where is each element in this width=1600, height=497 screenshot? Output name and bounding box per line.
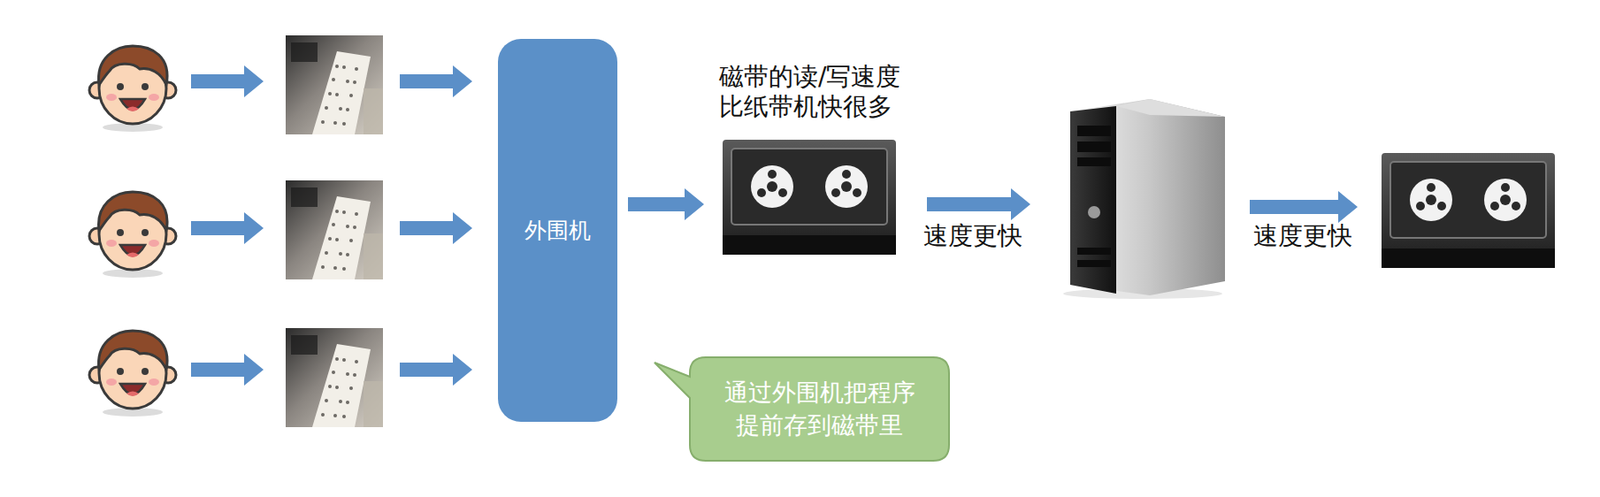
- computer-image: [1063, 99, 1225, 299]
- callout-shape: [689, 357, 950, 461]
- arrow-label: 速度更快: [923, 221, 1039, 252]
- user-icon: [89, 45, 177, 132]
- tape-drive-image: [722, 139, 896, 255]
- tape-drive-image: [1381, 153, 1555, 268]
- note-text: 磁带的读/写速度 比纸带机快很多: [719, 61, 941, 122]
- process-box: 外围机: [497, 38, 618, 422]
- node-label: 通过外围机把程序 提前存到磁带里: [702, 376, 937, 442]
- node-label: 外围机: [524, 215, 591, 246]
- user-icon: [89, 191, 177, 278]
- arrow-label: 速度更快: [1253, 221, 1369, 252]
- callout-bubble: 通过外围机把程序 提前存到磁带里: [689, 357, 950, 461]
- paper-tape-image: [285, 35, 383, 135]
- paper-tape-image: [285, 328, 383, 428]
- paper-tape-image: [285, 180, 383, 280]
- user-icon: [89, 330, 177, 417]
